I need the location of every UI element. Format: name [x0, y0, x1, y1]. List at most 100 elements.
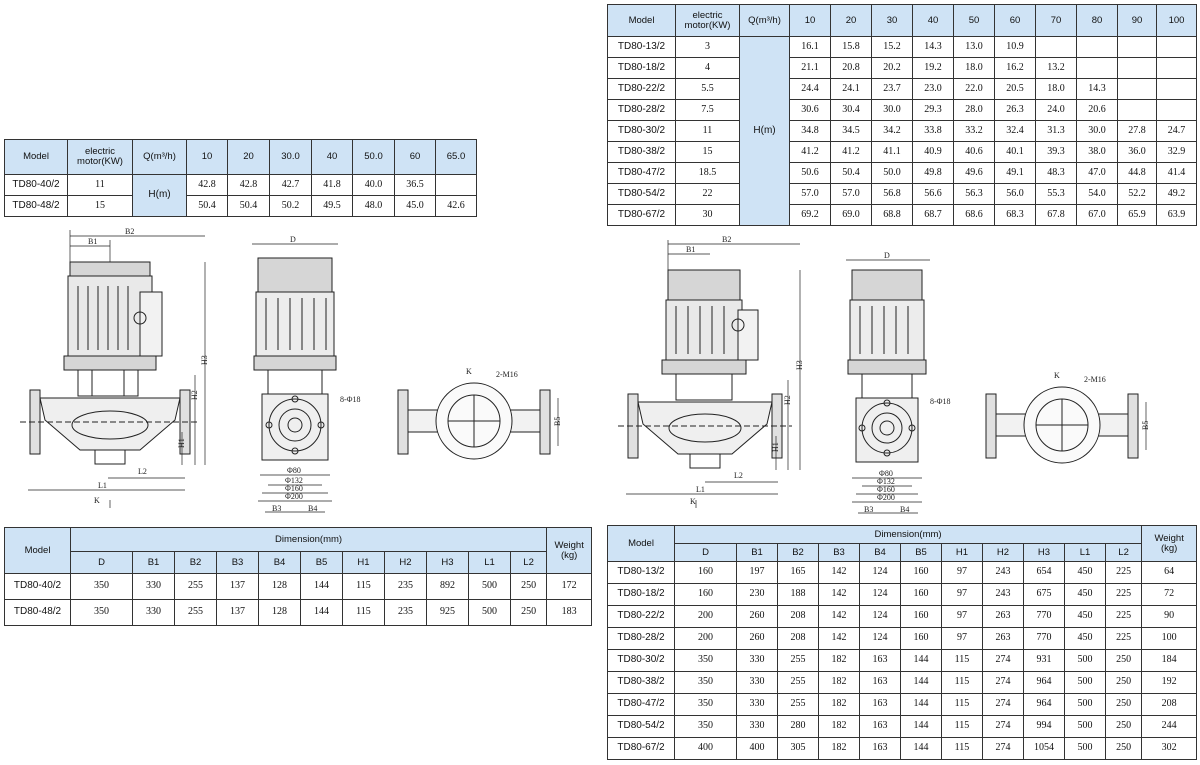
flow-col-header: 100	[1156, 4, 1197, 37]
dimension-value-cell: 142	[818, 561, 860, 584]
dimension-col-header: L2	[1104, 543, 1143, 562]
dimension-value-cell: 163	[859, 649, 901, 672]
flow-col-header: 80	[1076, 4, 1118, 37]
label-bolt: 8-Φ18	[340, 395, 361, 404]
dimension-value-cell: 163	[859, 693, 901, 716]
dimension-value-cell: 280	[777, 715, 819, 738]
flow-col-header: 30.0	[269, 139, 312, 175]
model-cell: TD80-67/2	[607, 737, 675, 760]
dimension-col-header: H1	[941, 543, 983, 562]
dimension-col-header: B3	[818, 543, 860, 562]
motor-header-unit: (KW)	[708, 19, 731, 31]
dimension-value-cell: 274	[982, 693, 1024, 716]
dimension-value-cell: 330	[736, 671, 778, 694]
dimension-col-header: H3	[426, 551, 469, 574]
motor-header: electric motor(KW)	[675, 4, 740, 37]
dimension-value-cell: 235	[384, 599, 427, 626]
weight-header-label: Weight	[554, 539, 584, 551]
dimension-value-cell: 305	[777, 737, 819, 760]
label-k: K	[94, 496, 100, 505]
dimension-value-cell: 255	[777, 693, 819, 716]
dimension-value-cell: 163	[859, 715, 901, 738]
head-value-cell: 48.0	[352, 195, 395, 217]
dimension-value-cell: 208	[777, 627, 819, 650]
label-b5: B5	[1141, 421, 1150, 430]
dimension-value-cell: 330	[736, 693, 778, 716]
dimension-value-cell: 400	[674, 737, 737, 760]
dimension-value-cell: 964	[1023, 693, 1065, 716]
dimension-value-cell: 500	[1064, 737, 1106, 760]
head-value-cell	[1117, 36, 1157, 58]
dimension-value-cell: 500	[468, 599, 511, 626]
dimension-value-cell: 654	[1023, 561, 1065, 584]
dimension-value-cell: 115	[342, 573, 385, 600]
flow-col-header: 50	[953, 4, 995, 37]
dimension-value-cell: 500	[1064, 671, 1106, 694]
dimension-value-cell: 163	[859, 671, 901, 694]
pump-side-view-left	[252, 243, 338, 513]
dimension-value-cell: 250	[509, 599, 548, 626]
dimension-value-cell: 274	[982, 671, 1024, 694]
dimension-value-cell: 124	[859, 605, 901, 628]
dimension-col-header: H1	[342, 551, 385, 574]
model-cell: TD80-40/2	[4, 573, 71, 600]
head-value-cell: 63.9	[1156, 204, 1197, 226]
head-value-cell: 68.8	[871, 204, 913, 226]
dimension-value-cell: 330	[132, 573, 175, 600]
dimension-value-cell: 97	[941, 627, 983, 650]
dimension-value-cell: 263	[982, 627, 1024, 650]
dimension-col-header: B1	[132, 551, 175, 574]
dimension-value-cell: 450	[1064, 605, 1106, 628]
label-k: K	[690, 497, 696, 506]
dimension-value-cell: 274	[982, 715, 1024, 738]
dimension-value-cell: 255	[777, 671, 819, 694]
label-b1: B1	[88, 237, 97, 246]
head-value-cell	[1076, 36, 1118, 58]
dimension-value-cell: 160	[900, 583, 942, 606]
dimension-value-cell: 770	[1023, 605, 1065, 628]
dimension-col-header: B3	[216, 551, 259, 574]
dimension-value-cell: 200	[674, 605, 737, 628]
motor-header-line1: electric	[84, 146, 116, 158]
motor-header-line2: motor	[77, 156, 102, 167]
dimension-value-cell: 124	[859, 561, 901, 584]
head-value-cell	[1076, 57, 1118, 79]
dimension-col-header: B2	[777, 543, 819, 562]
weight-cell: 64	[1141, 561, 1198, 584]
dimension-value-cell: 188	[777, 583, 819, 606]
dimension-value-cell: 144	[900, 715, 942, 738]
dimension-value-cell: 128	[258, 599, 301, 626]
label-l2: L2	[138, 467, 147, 476]
dimension-value-cell: 225	[1104, 561, 1143, 584]
dimension-value-cell: 255	[777, 649, 819, 672]
dimension-value-cell: 124	[859, 583, 901, 606]
flow-col-header: 65.0	[435, 139, 477, 175]
model-cell: TD80-13/2	[607, 561, 675, 584]
dimension-value-cell: 208	[777, 605, 819, 628]
weight-cell: 192	[1141, 671, 1198, 694]
weight-header: Weight (kg)	[546, 527, 593, 574]
dimension-value-cell: 350	[70, 573, 133, 600]
dimension-value-cell: 182	[818, 737, 860, 760]
dimension-value-cell: 137	[216, 573, 259, 600]
weight-cell: 172	[546, 573, 593, 600]
dimension-value-cell: 115	[941, 693, 983, 716]
weight-cell: 90	[1141, 605, 1198, 628]
head-label-cell: H(m)	[739, 36, 790, 226]
model-cell: TD80-67/2	[607, 204, 676, 226]
dimension-col-header: B5	[900, 543, 942, 562]
dimension-value-cell: 250	[1104, 693, 1143, 716]
